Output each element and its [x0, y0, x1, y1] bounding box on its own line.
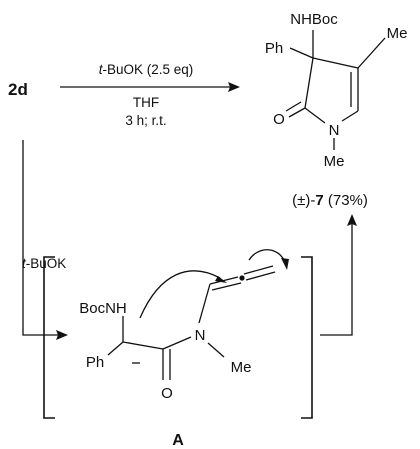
intermediate-a-label: A — [172, 432, 184, 449]
product-7-label: (±)-7 (73%) — [292, 192, 368, 209]
reagent-rest: -BuOK (2.5 eq) — [102, 62, 193, 77]
product-label-number: 7 — [315, 192, 323, 209]
intermediate-n-label: N — [195, 327, 206, 344]
intermediate-a-structure — [107, 265, 276, 380]
main-reaction-arrow — [60, 82, 240, 92]
product-n-methyl-label: Me — [324, 153, 345, 170]
side-reagent-italic: t — [22, 256, 27, 271]
intermediate-me-label: Me — [231, 359, 252, 376]
product-7-structure — [285, 30, 386, 150]
product-me-label: Me — [387, 25, 408, 42]
intermediate-right-bracket — [301, 256, 313, 419]
conditions-label: 3 h; r.t. — [125, 113, 166, 128]
intermediate-to-product-arrow — [320, 214, 357, 336]
side-path-arrow — [22, 140, 68, 340]
reagent-italic: t — [99, 62, 104, 77]
side-reagent-rest: -BuOK — [26, 256, 67, 271]
product-label-yield: (73%) — [324, 192, 368, 209]
side-reagent-label: t-BuOK — [22, 256, 66, 271]
solvent-label: THF — [133, 95, 159, 110]
intermediate-ph-label: Ph — [86, 354, 104, 371]
intermediate-left-bracket — [43, 256, 55, 419]
curved-arrow-nh-to-allene — [139, 270, 227, 319]
intermediate-carbonyl-o-label: O — [161, 385, 173, 402]
product-n-label: N — [329, 122, 340, 139]
product-ph-label: Ph — [265, 40, 283, 57]
reagent-label: t-BuOK (2.5 eq) — [99, 62, 194, 77]
product-carbonyl-o-label: O — [273, 111, 285, 128]
intermediate-bocnh-label: BocNH — [79, 300, 127, 317]
allene-center-dot — [239, 275, 245, 281]
compound-2d-label: 2d — [8, 80, 28, 99]
product-label-prefix: (±)- — [292, 192, 315, 209]
product-nhboc-label: NHBoc — [290, 11, 338, 28]
curved-arrow-allene-terminus — [248, 249, 289, 270]
